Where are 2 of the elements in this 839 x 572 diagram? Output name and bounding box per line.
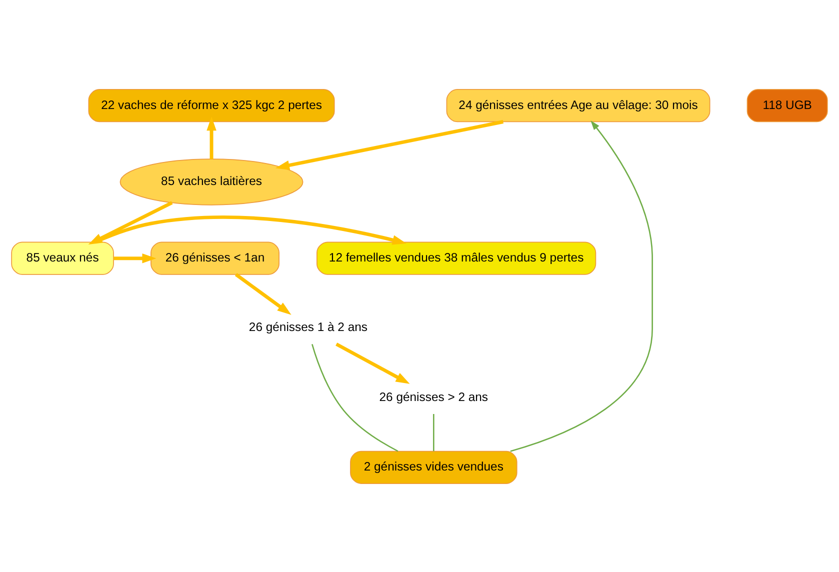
node-text: 26 génisses 1 à 2 ans <box>248 320 368 334</box>
node-text: 26 génisses > 2 ans <box>379 389 488 404</box>
